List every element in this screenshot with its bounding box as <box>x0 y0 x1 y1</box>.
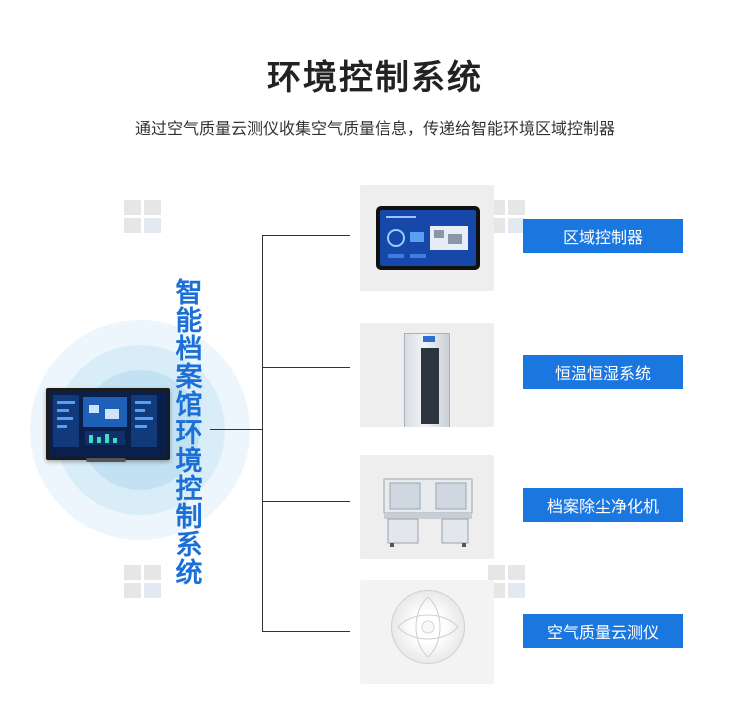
page-title: 环境控制系统 <box>267 58 483 98</box>
air-sensor-icon <box>391 590 465 664</box>
monitor-stand <box>86 458 126 462</box>
title-char: 系 <box>175 530 203 561</box>
title-char: 境 <box>175 446 203 477</box>
product-card-purifier <box>360 455 494 559</box>
watermark-logo-icon <box>124 565 164 601</box>
system-vertical-title: 智 能 档 案 馆 环 境 控 制 系 统 <box>172 280 206 588</box>
connector-branch <box>262 367 350 368</box>
watermark-logo-icon <box>124 200 164 236</box>
product-card-air-sensor <box>360 580 494 684</box>
title-char: 统 <box>175 558 203 589</box>
watermark-logo-icon <box>488 565 528 601</box>
title-char: 控 <box>175 474 203 505</box>
label-thermo-humidity: 恒温恒湿系统 <box>523 355 683 389</box>
connector-branch <box>262 501 350 502</box>
dashboard-monitor-icon <box>46 388 170 460</box>
tablet-controller-icon <box>376 206 480 270</box>
cabinet-icon <box>404 333 450 427</box>
watermark-logo-icon <box>488 200 528 236</box>
title-char: 环 <box>175 418 203 449</box>
product-card-area-controller <box>360 185 494 291</box>
page-subtitle: 通过空气质量云测仪收集空气质量信息，传递给智能环境区域控制器 <box>134 119 615 138</box>
title-char: 馆 <box>175 390 203 421</box>
title-char: 智 <box>175 278 203 309</box>
title-char: 能 <box>175 306 203 337</box>
title-char: 制 <box>175 502 203 533</box>
label-purifier: 档案除尘净化机 <box>523 488 683 522</box>
connector-trunk <box>262 235 263 631</box>
title-char: 档 <box>175 334 203 365</box>
title-char: 案 <box>175 362 203 393</box>
connector-branch <box>262 631 350 632</box>
purifier-icon <box>383 478 473 547</box>
connector-main <box>210 429 262 430</box>
connector-branch <box>262 235 350 236</box>
label-area-controller: 区域控制器 <box>523 219 683 253</box>
product-card-thermo-humidity <box>360 323 494 427</box>
label-air-sensor: 空气质量云测仪 <box>523 614 683 648</box>
